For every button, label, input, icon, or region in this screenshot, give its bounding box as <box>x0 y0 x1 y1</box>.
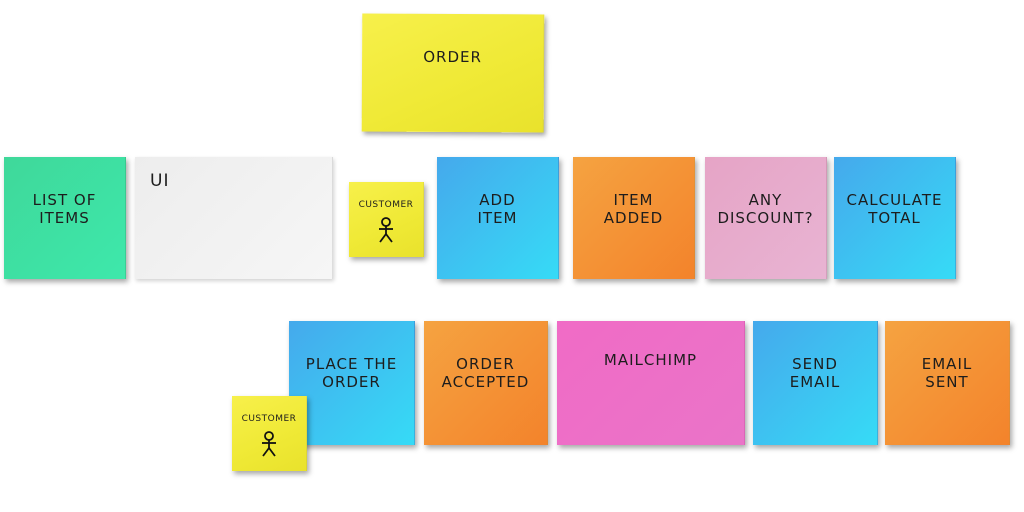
sticky-label: MAILCHIMP <box>603 351 698 369</box>
sticky-label: ADD ITEM <box>477 191 518 227</box>
sticky-customer-actor-2[interactable]: CUSTOMER <box>232 396 307 471</box>
sticky-label: CALCULATE TOTAL <box>846 191 943 227</box>
sticky-label: ORDER <box>423 47 482 67</box>
sticky-send-email[interactable]: SEND EMAIL <box>753 321 878 445</box>
sticky-calculate-total[interactable]: CALCULATE TOTAL <box>834 157 956 279</box>
sticky-email-sent[interactable]: EMAIL SENT <box>885 321 1010 445</box>
sticky-order-accepted[interactable]: ORDER ACCEPTED <box>424 321 548 445</box>
sticky-ui[interactable]: UI <box>135 157 333 279</box>
sticky-label: SEND EMAIL <box>789 355 841 391</box>
sticky-label: UI <box>150 171 170 191</box>
sticky-mailchimp[interactable]: MAILCHIMP <box>557 321 745 445</box>
sticky-item-added[interactable]: ITEM ADDED <box>573 157 695 279</box>
stick-figure-icon <box>262 431 276 457</box>
sticky-place-the-order[interactable]: PLACE THE ORDER <box>289 321 415 445</box>
sticky-list-of-items[interactable]: LIST OF ITEMS <box>4 157 126 279</box>
sticky-label: LIST OF ITEMS <box>32 191 97 227</box>
sticky-any-discount[interactable]: ANY DISCOUNT? <box>705 157 827 279</box>
sticky-label: CUSTOMER <box>241 414 297 424</box>
sticky-order[interactable]: ORDER <box>361 13 545 133</box>
sticky-label: CUSTOMER <box>358 200 414 210</box>
sticky-label: ORDER ACCEPTED <box>441 355 530 391</box>
sticky-add-item[interactable]: ADD ITEM <box>437 157 559 279</box>
sticky-label: EMAIL SENT <box>921 355 973 391</box>
stick-figure-icon <box>379 217 393 243</box>
sticky-label: ITEM ADDED <box>603 191 664 227</box>
sticky-customer-actor[interactable]: CUSTOMER <box>349 182 424 257</box>
sticky-label: PLACE THE ORDER <box>305 355 398 391</box>
sticky-label: ANY DISCOUNT? <box>717 191 814 227</box>
